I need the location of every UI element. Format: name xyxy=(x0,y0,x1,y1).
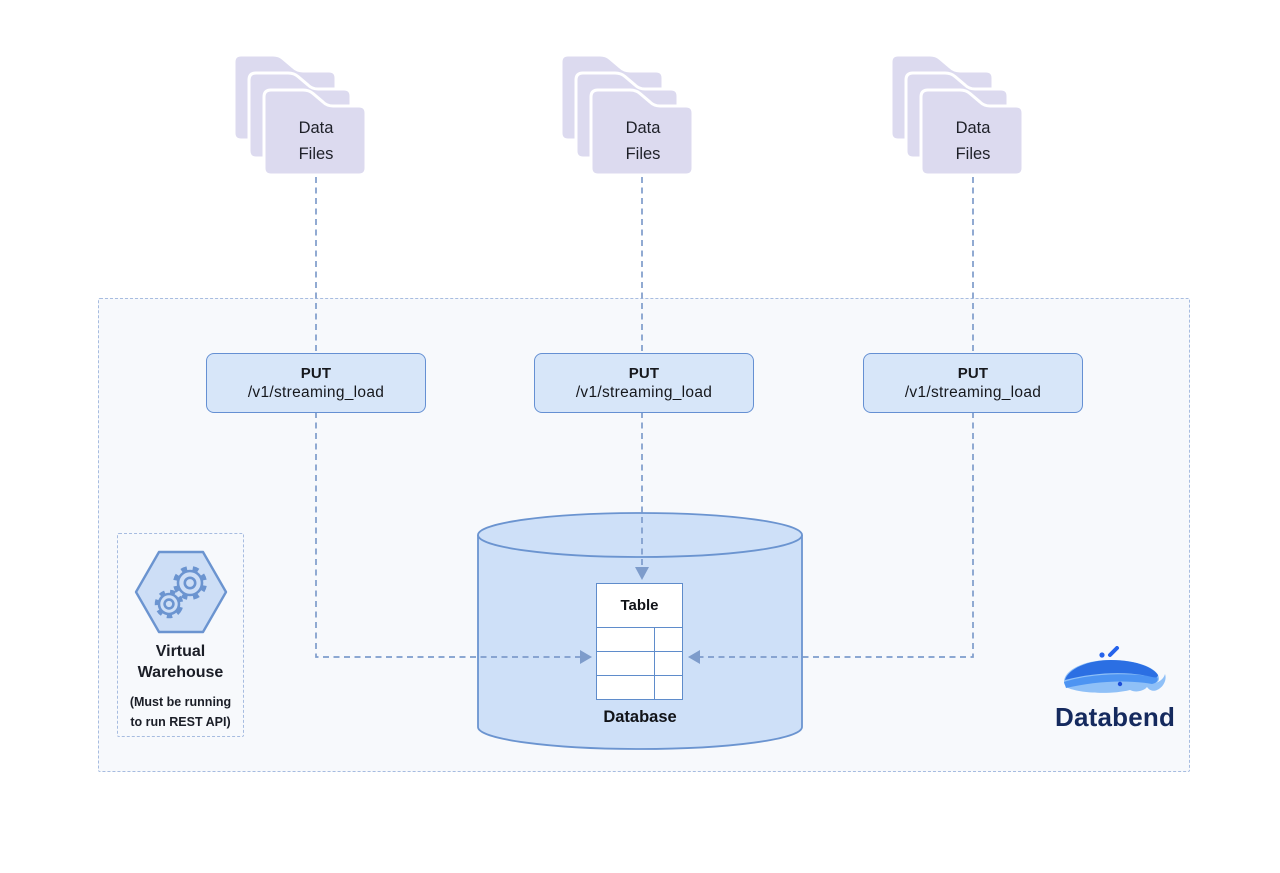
droplet-icon xyxy=(1108,646,1119,657)
table-cell-divider xyxy=(654,652,655,675)
endpoint-path: /v1/streaming_load xyxy=(247,383,385,401)
database-table: Table xyxy=(596,583,683,700)
data-files-stack-3: Data Files xyxy=(889,53,1029,179)
table-cell-divider xyxy=(654,676,655,699)
table-cell-divider xyxy=(654,628,655,651)
table-row xyxy=(597,628,682,652)
brand-name: Databend xyxy=(1054,702,1176,732)
endpoint-path: /v1/streaming_load xyxy=(904,383,1042,401)
virtual-warehouse-box: Virtual Warehouse (Must be running to ru… xyxy=(117,533,244,737)
data-files-label: Data Files xyxy=(264,116,368,167)
warehouse-note: (Must be running to run REST API) xyxy=(125,692,237,732)
whale-icon xyxy=(1064,646,1166,693)
folder-front-icon xyxy=(919,88,1025,177)
http-method: PUT xyxy=(957,364,989,382)
data-files-label: Data Files xyxy=(591,116,695,167)
folder-front-icon xyxy=(589,88,695,177)
table-row xyxy=(597,652,682,676)
warehouse-note-line1: (Must be running xyxy=(129,694,232,709)
data-files-text: Data Files xyxy=(625,119,661,163)
http-method: PUT xyxy=(628,364,660,382)
whale-body-mid xyxy=(1064,674,1158,688)
folder-stack-icon xyxy=(889,53,1025,177)
endpoint-path: /v1/streaming_load xyxy=(575,383,713,401)
hexagon-gears-icon xyxy=(134,550,227,634)
table-row xyxy=(597,676,682,699)
data-files-text: Data Files xyxy=(298,119,334,163)
put-streaming-load-box-3: PUT /v1/streaming_load xyxy=(863,353,1083,413)
put-streaming-load-box-1: PUT /v1/streaming_load xyxy=(206,353,426,413)
data-files-label: Data Files xyxy=(921,116,1025,167)
databend-logo: Databend xyxy=(1050,646,1180,733)
droplet-icon xyxy=(1099,652,1105,658)
data-files-stack-2: Data Files xyxy=(559,53,699,179)
table-header: Table xyxy=(597,584,682,628)
http-method: PUT xyxy=(300,364,332,382)
database-label: Database xyxy=(603,708,677,726)
whale-body-dark xyxy=(1065,660,1158,680)
data-files-text: Data Files xyxy=(955,119,991,163)
data-files-stack-1: Data Files xyxy=(232,53,372,179)
gear-small-icon xyxy=(154,589,183,619)
folder-stack-icon xyxy=(559,53,695,177)
warehouse-note-line2: to run REST API) xyxy=(130,714,231,729)
warehouse-title: Virtual Warehouse xyxy=(137,643,224,681)
whale-eye xyxy=(1117,681,1123,687)
put-streaming-load-box-2: PUT /v1/streaming_load xyxy=(534,353,754,413)
folder-stack-icon xyxy=(232,53,368,177)
cylinder-top xyxy=(477,512,803,558)
folder-front-icon xyxy=(262,88,368,177)
